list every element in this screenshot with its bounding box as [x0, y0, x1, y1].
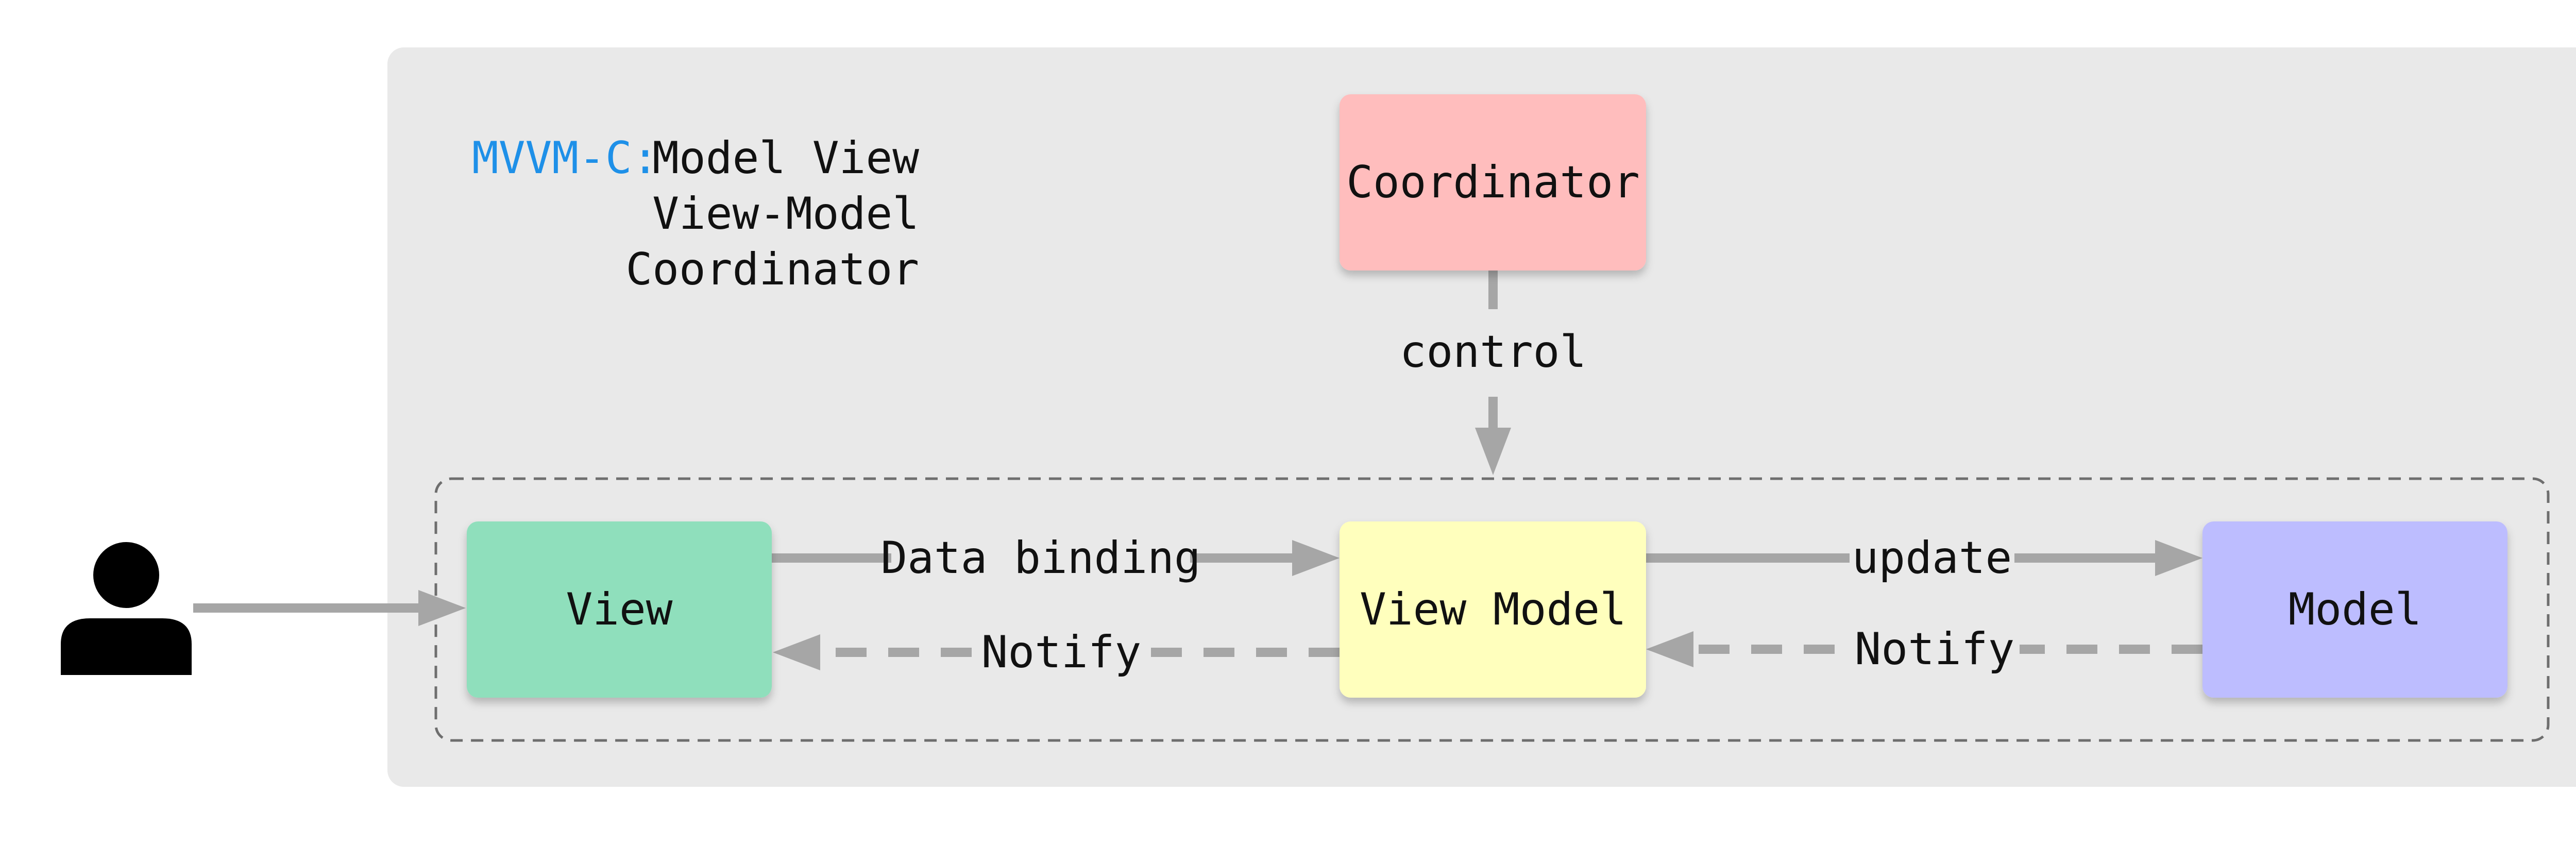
- legend-line-3: Coordinator: [625, 244, 919, 295]
- control-label: control: [1400, 326, 1586, 378]
- coordinator-box: Coordinator: [1340, 94, 1646, 271]
- data-binding-label: Data binding: [880, 532, 1200, 584]
- notify-view-label: Notify: [981, 627, 1142, 678]
- model-label: Model: [2289, 584, 2422, 635]
- model-box: Model: [2202, 521, 2507, 698]
- control-arrow: control: [1400, 271, 1586, 475]
- view-box: View: [467, 521, 772, 698]
- legend: MVVM-C: Model View View-Model Coordinato…: [472, 132, 919, 295]
- notify-view-model-arrow: Notify: [1646, 621, 2202, 677]
- legend-line-2: View-Model: [652, 188, 919, 240]
- background-panel: [387, 47, 2576, 787]
- notify-view-arrow: Notify: [773, 624, 1340, 680]
- coordinator-label: Coordinator: [1346, 157, 1640, 208]
- legend-line-1: Model View: [652, 132, 919, 184]
- view-model-label: View Model: [1360, 584, 1626, 635]
- user-icon: [61, 542, 192, 675]
- view-label: View: [566, 584, 672, 635]
- data-binding-arrow: Data binding: [772, 531, 1340, 586]
- legend-key: MVVM-C:: [472, 132, 658, 184]
- notify-view-model-label: Notify: [1855, 623, 2015, 675]
- user-to-view-arrow: [193, 590, 466, 626]
- update-label: update: [1852, 532, 2012, 584]
- view-model-box: View Model: [1340, 521, 1646, 698]
- update-arrow: update: [1646, 531, 2202, 586]
